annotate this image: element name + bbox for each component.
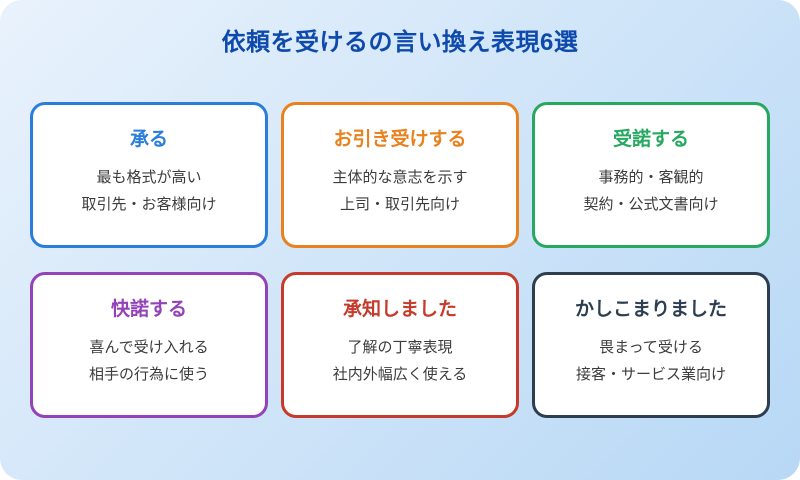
card-description: 事務的・客観的 契約・公式文書向け <box>535 164 767 218</box>
card-description-line-2: 取引先・お客様向け <box>81 196 217 213</box>
card-title: 承る <box>129 129 168 150</box>
card-description-line-1: 喜んで受け入れる <box>89 339 209 356</box>
expression-card-ohikiuke: お引き受けする 主体的な意志を示す 上司・取引先向け <box>281 102 519 248</box>
card-description: 喜んで受け入れる 相手の行為に使う <box>33 334 265 388</box>
expression-card-kaidaku: 快諾する 喜んで受け入れる 相手の行為に使う <box>30 272 268 418</box>
card-title: お引き受けする <box>333 129 467 150</box>
expression-card-shouchi: 承知しました 了解の丁寧表現 社内外幅広く使える <box>281 272 519 418</box>
card-description: 畏まって受ける 接客・サービス業向け <box>535 334 767 388</box>
card-description-line-1: 事務的・客観的 <box>598 169 704 186</box>
card-description-line-2: 社内外幅広く使える <box>332 366 468 383</box>
expression-card-kashikomari: かしこまりました 畏まって受ける 接客・サービス業向け <box>532 272 770 418</box>
card-description: 主体的な意志を示す 上司・取引先向け <box>284 164 516 218</box>
card-description-line-1: 最も格式が高い <box>96 169 202 186</box>
card-description-line-2: 契約・公式文書向け <box>583 196 719 213</box>
card-title: 快諾する <box>110 299 187 320</box>
card-description-line-2: 上司・取引先向け <box>339 196 460 213</box>
card-title: かしこまりました <box>574 299 727 320</box>
expression-card-grid: 承る 最も格式が高い 取引先・お客様向け お引き受けする 主体的な意志を示す 上… <box>30 102 770 418</box>
card-description: 了解の丁寧表現 社内外幅広く使える <box>284 334 516 388</box>
card-description-line-1: 畏まって受ける <box>599 339 703 356</box>
card-description-line-2: 相手の行為に使う <box>88 366 209 383</box>
expression-card-ukeru: 承る 最も格式が高い 取引先・お客様向け <box>30 102 268 248</box>
expression-card-judaku: 受諾する 事務的・客観的 契約・公式文書向け <box>532 102 770 248</box>
card-description-line-2: 接客・サービス業向け <box>575 366 726 383</box>
card-title: 承知しました <box>342 299 457 320</box>
card-description: 最も格式が高い 取引先・お客様向け <box>33 164 265 218</box>
card-description-line-1: 主体的な意志を示す <box>332 169 468 186</box>
card-title: 受諾する <box>612 129 689 150</box>
page-title: 依頼を受けるの言い換え表現6選 <box>221 29 579 56</box>
card-description-line-1: 了解の丁寧表現 <box>347 339 453 356</box>
